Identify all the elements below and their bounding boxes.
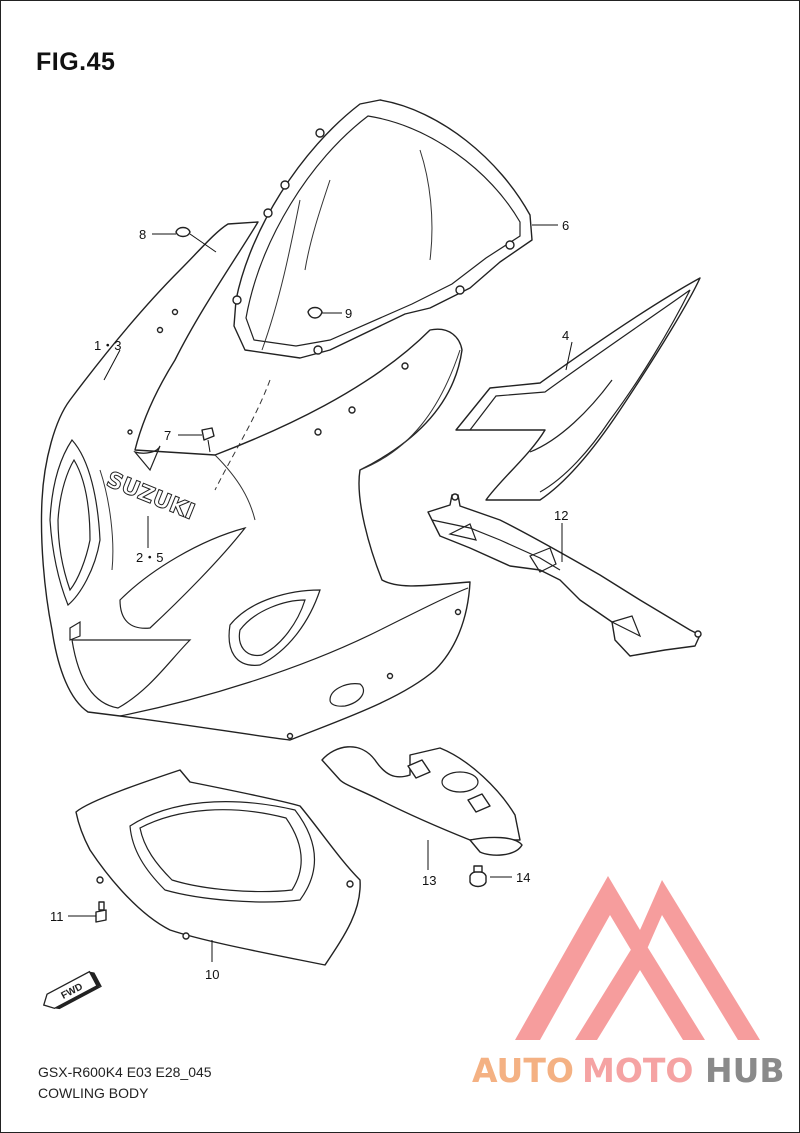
callout-6: 6	[562, 218, 569, 233]
callout-9: 9	[345, 306, 352, 321]
callout-8: 8	[139, 227, 146, 242]
callout-labels: 1・3 2・5 4 6 7 8 9 10 11 12 13 14	[50, 218, 569, 982]
watermark-hub: HUB	[705, 1051, 785, 1090]
callout-12: 12	[554, 508, 568, 523]
screw-part-11	[95, 901, 107, 923]
inner-panel-part-12	[427, 493, 702, 657]
callout-14: 14	[516, 870, 530, 885]
leader-lines	[68, 224, 573, 962]
figure-title: FIG.45	[36, 48, 116, 76]
bracket-part-13	[321, 746, 523, 856]
watermark-auto: AUTO	[472, 1051, 574, 1090]
callout-13: 13	[422, 873, 436, 888]
watermark-logo	[515, 876, 760, 1040]
cowling-body-part-1-3	[40, 221, 471, 741]
nut-part-14	[469, 865, 487, 888]
callout-10: 10	[205, 967, 219, 982]
fwd-arrow-icon: FWD	[42, 970, 102, 1010]
callout-11: 11	[50, 909, 64, 924]
screw-part-8	[175, 226, 191, 238]
watermark-moto: MOTO	[582, 1051, 693, 1090]
lower-cover-part-10	[75, 769, 361, 966]
grommet-part-9	[307, 306, 323, 319]
side-decal-part-4	[455, 277, 701, 501]
watermark-mark	[515, 876, 760, 1040]
callout-4: 4	[562, 328, 569, 343]
callout-7: 7	[164, 428, 171, 443]
watermark-wordmark: AUTO MOTO HUB	[472, 1051, 785, 1090]
section-name: COWLING BODY	[38, 1085, 149, 1101]
callout-1-3: 1・3	[94, 338, 121, 353]
windscreen-part-6	[232, 99, 533, 359]
screw-part-7	[201, 427, 215, 453]
model-code: GSX-R600K4 E03 E28_045	[38, 1064, 212, 1080]
callout-2-5: 2・5	[136, 550, 163, 565]
